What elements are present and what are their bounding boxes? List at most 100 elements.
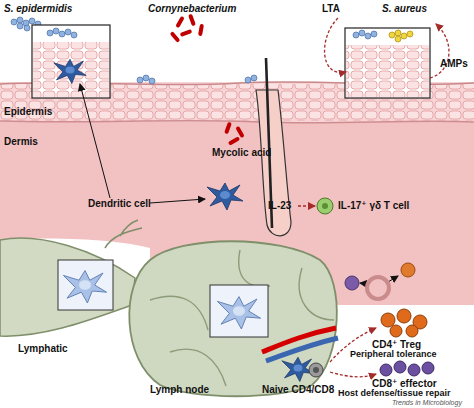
effector-cells — [394, 361, 406, 373]
species-label: S. aureus — [382, 3, 427, 14]
inset-epidermis — [371, 31, 377, 37]
inset-epidermis — [407, 31, 413, 37]
inset-epidermis — [401, 33, 407, 39]
cell-label: CD4⁺ Treg — [372, 339, 421, 350]
inset-epidermis — [353, 32, 359, 38]
bacteria-cocci — [251, 75, 257, 81]
bacteria-cocci — [24, 25, 30, 31]
corynebacterium-rods — [224, 122, 232, 135]
corynebacterium-rods — [175, 16, 184, 28]
bacteria-cocci — [149, 78, 155, 84]
species-label: S. epidermidis — [4, 3, 72, 14]
lymph-node — [150, 250, 334, 386]
epidermis-cells — [0, 121, 474, 123]
blood-vessel — [345, 263, 415, 299]
inset-epidermis — [395, 36, 401, 42]
leader-lines — [80, 84, 110, 198]
naive-t-cell-priming — [309, 363, 323, 377]
lymph-node — [217, 297, 260, 329]
function-label: Peripheral tolerance — [350, 350, 437, 360]
cell-label: IL-17⁺ γδ T cell — [338, 200, 409, 211]
t-cell — [317, 198, 333, 214]
molecule-label: LTA — [322, 3, 340, 14]
corynebacterium-rods — [170, 14, 245, 146]
inset-epidermis — [53, 28, 59, 34]
bacteria-cocci — [29, 18, 35, 24]
background-mask — [0, 238, 150, 408]
inset-epidermis — [33, 42, 109, 97]
treg-cells — [390, 325, 402, 337]
naive-t-cell-priming — [282, 357, 323, 381]
inset-epidermis — [346, 45, 429, 97]
inset-epidermis — [54, 59, 86, 83]
layer-label: Epidermis — [4, 106, 52, 117]
corynebacterium-rods — [170, 31, 181, 43]
bacteria-cocci — [245, 77, 251, 83]
bacteria-cocci — [17, 17, 23, 23]
corynebacterium-rods — [228, 136, 240, 145]
blood-vessel — [345, 276, 359, 290]
molecule-label: AMPs — [440, 58, 468, 69]
effector-cells — [408, 364, 420, 376]
inset-epidermis — [359, 30, 365, 36]
leader-lines — [150, 199, 205, 203]
lymph-node — [210, 285, 268, 337]
leader-lines — [388, 276, 398, 282]
lymph-node — [129, 241, 338, 396]
treg-cells — [406, 325, 418, 337]
inset-epidermis — [71, 32, 77, 38]
function-label: Host defense/tissue repair — [338, 389, 451, 399]
corynebacterium-rods — [198, 24, 204, 37]
inset-epidermis — [389, 32, 395, 38]
t-cell — [322, 203, 328, 209]
treg-cells — [397, 309, 411, 323]
inset-epidermis — [345, 28, 430, 98]
dendritic-cell — [207, 183, 243, 210]
effector-cells — [380, 364, 392, 376]
journal-watermark: Trends in Microbiology — [392, 399, 462, 407]
inset-epidermis — [345, 28, 430, 98]
inset-epidermis — [353, 30, 377, 39]
structure-label: Lymph node — [150, 384, 209, 395]
lymphatic-vessel — [0, 238, 135, 336]
inset-epidermis — [389, 30, 413, 42]
cytokine-label: IL-23 — [268, 200, 291, 211]
corynebacterium-rods — [180, 29, 193, 37]
naive-t-cell-priming — [313, 367, 319, 373]
inset-epidermis — [47, 28, 77, 38]
hair-follicle — [256, 90, 291, 236]
bacteria-cocci — [11, 19, 17, 25]
inset-epidermis — [59, 31, 65, 37]
cell-label: Dendritic cell — [88, 198, 151, 209]
signal-arrows — [330, 372, 376, 377]
signal-arrows — [325, 18, 346, 73]
corynebacterium-rods — [188, 14, 196, 27]
cell-label: Naive CD4/CD8 — [262, 384, 334, 395]
lymphatic-vessel — [63, 271, 106, 303]
signal-arrows — [430, 24, 449, 78]
blood-vessel — [401, 263, 415, 277]
inset-epidermis — [365, 33, 371, 39]
inset-epidermis — [395, 30, 401, 36]
treg-cells — [381, 309, 427, 337]
effector-cells — [380, 361, 434, 376]
blood-vessel — [367, 277, 389, 299]
bacteria-cocci — [137, 77, 143, 83]
lymphatic-vessel — [58, 260, 113, 310]
lymphatic-vessel — [0, 220, 142, 336]
cell-label: CD8⁺ effector — [372, 378, 437, 389]
t-cell — [317, 198, 333, 214]
lymph-node — [266, 338, 338, 361]
inset-epidermis — [32, 25, 110, 98]
effector-cells — [422, 362, 434, 374]
lymph-node — [129, 241, 337, 396]
signal-arrows — [298, 205, 315, 206]
inset-epidermis — [32, 25, 110, 98]
species-label: Cornynebacterium — [148, 3, 236, 14]
corynebacterium-rods — [235, 126, 244, 138]
hair-follicle — [256, 58, 291, 236]
layer-label: Dermis — [4, 136, 38, 147]
structure-label: Lymphatic — [18, 343, 68, 354]
inset-epidermis — [65, 29, 71, 35]
